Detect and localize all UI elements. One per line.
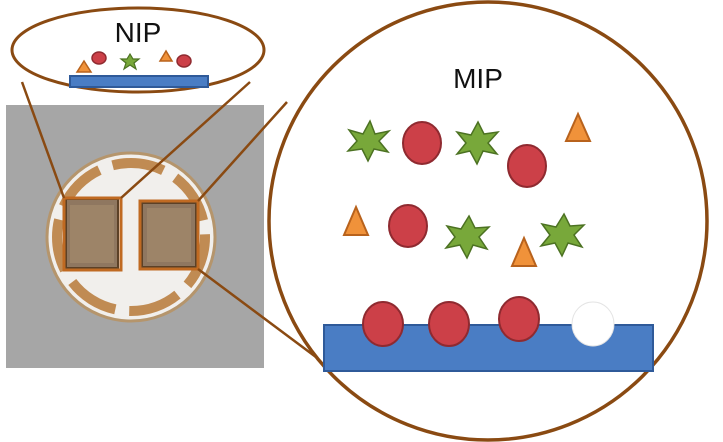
red-circle-molecule-icon (507, 144, 547, 188)
red-circle-molecule-icon (402, 121, 442, 165)
orange-triangle-molecule-icon (510, 235, 538, 267)
red-circle-molecule-icon (388, 204, 428, 248)
green-star-molecule-icon (119, 52, 141, 71)
right-electrode-outline (138, 199, 200, 271)
left-electrode-outline (62, 196, 123, 272)
red-circle-molecule-icon (176, 54, 192, 68)
empty-imprinted-cavity (571, 301, 615, 347)
orange-triangle-molecule-icon (564, 111, 592, 142)
green-star-molecule-icon (444, 214, 491, 260)
red-circle-molecule-icon (91, 51, 107, 65)
mip-bubble: MIP (267, 0, 709, 442)
nip-bubble: NIP (10, 6, 266, 94)
bound-red-circle-molecule-icon (498, 296, 540, 342)
orange-triangle-molecule-icon (75, 59, 93, 73)
nip-label: NIP (115, 17, 162, 48)
left-electrode-highlight (70, 205, 114, 263)
orange-triangle-molecule-icon (342, 204, 370, 236)
nip-substrate (69, 75, 209, 88)
bound-red-circle-molecule-icon (428, 301, 470, 347)
bound-red-circle-molecule-icon (362, 301, 404, 347)
sensor-photo (6, 105, 264, 368)
mip-label: MIP (453, 63, 503, 94)
green-star-molecule-icon (455, 120, 500, 166)
green-star-molecule-icon (346, 119, 392, 163)
right-electrode-highlight (147, 208, 191, 262)
orange-triangle-molecule-icon (158, 49, 174, 62)
green-star-molecule-icon (539, 212, 586, 258)
